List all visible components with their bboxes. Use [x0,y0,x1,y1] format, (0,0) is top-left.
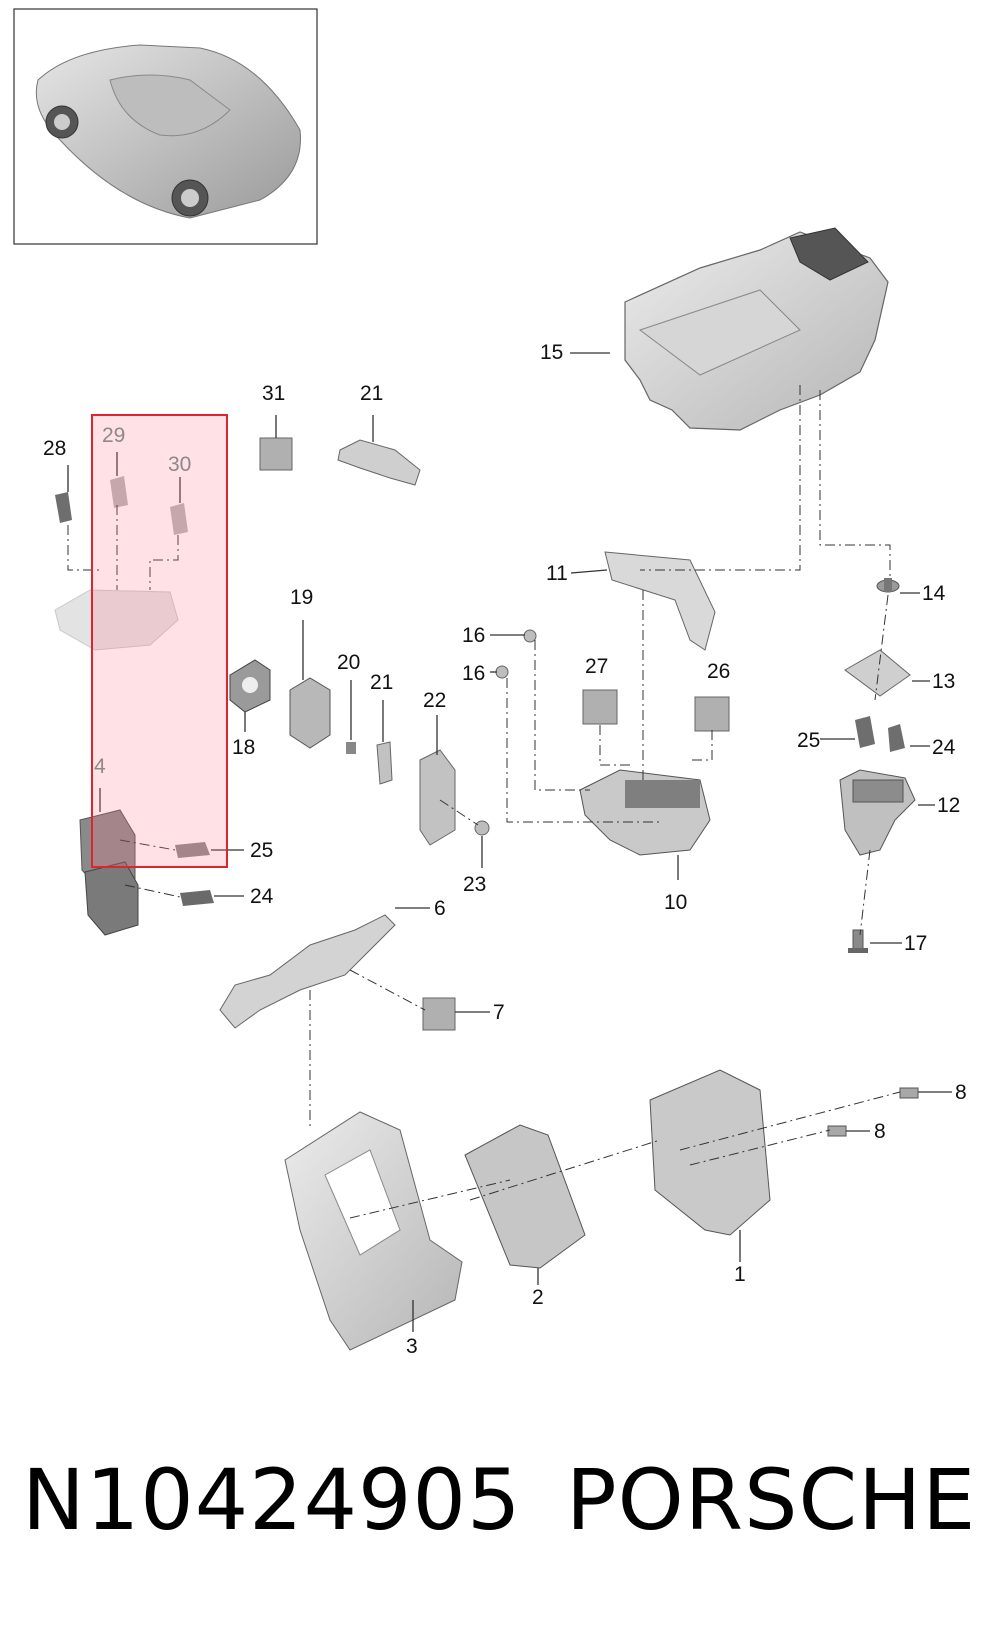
nut-16a [523,629,537,643]
callout-13: 13 [932,670,956,693]
callout-16-lower: 16 [462,662,486,685]
highlight-box [91,414,228,868]
part-4-fusebox [79,809,139,936]
callout-25-right: 25 [797,729,821,752]
part-cover-15 [624,227,889,431]
part-21-strip [337,439,421,486]
callout-4: 4 [94,755,106,778]
callout-18: 18 [232,736,256,759]
callout-8-lower: 8 [874,1120,886,1143]
callout-31: 31 [262,382,286,405]
callout-17: 17 [904,932,928,955]
part-18 [229,659,271,713]
callout-10: 10 [664,891,688,914]
part-28-fuse [55,492,72,523]
callout-11: 11 [546,562,568,585]
part-21-small [376,741,393,785]
callout-6: 6 [434,897,446,920]
car-thumbnail [13,8,318,245]
screw-8a [899,1087,919,1099]
callout-30: 30 [168,453,192,476]
callout-8-upper: 8 [955,1081,967,1104]
alignment-lines [67,385,901,1219]
callout-22: 22 [423,689,447,712]
part-10 [579,769,711,856]
part-30-fuse-faded [170,503,188,535]
part-20 [346,742,356,754]
part-19 [289,677,331,749]
callout-3: 3 [406,1335,418,1358]
part-29-fuse-faded [110,476,128,508]
callout-12: 12 [937,794,961,817]
leader-lines [67,352,952,1332]
bracket-faded [54,589,179,651]
callout-2: 2 [532,1286,544,1309]
part-2-board [464,1124,586,1269]
relay-31 [259,437,293,471]
relay-7 [422,997,456,1031]
callout-23: 23 [463,873,487,896]
callout-21-small: 21 [370,671,394,694]
callout-16-upper: 16 [462,624,486,647]
part-11 [604,551,716,651]
nut-23 [474,820,490,836]
relay-26 [694,696,730,732]
part-17 [848,929,868,953]
part-25-fuse-right [855,716,875,748]
screw-8b [827,1125,847,1137]
callout-26: 26 [707,660,731,683]
part-22 [419,749,456,846]
callout-7: 7 [493,1001,505,1024]
callout-24-left: 24 [250,885,274,908]
part-24-fuse-right [888,724,905,752]
part-13 [844,649,911,697]
callout-27: 27 [585,655,609,678]
nut-16b [495,665,509,679]
callout-25-left: 25 [250,839,274,862]
part-12 [839,769,916,856]
callout-28: 28 [43,437,67,460]
callout-1: 1 [734,1263,746,1286]
callout-14: 14 [922,582,946,605]
callout-20: 20 [337,651,361,674]
callout-24-right: 24 [932,736,956,759]
relay-27 [582,689,618,725]
callout-19: 19 [290,586,314,609]
callout-21-top: 21 [360,382,384,405]
part-25-fuse-left [175,842,210,858]
callout-29: 29 [102,424,126,447]
callout-15: 15 [540,341,564,364]
part-3-housing [284,1111,463,1351]
part-24-fuse-left [180,890,214,906]
part-1-control-unit [649,1069,771,1236]
part-6-bracket [219,914,396,1029]
part-14 [876,578,900,593]
part-number: N10424905 [22,1451,522,1549]
brand-name: PORSCHE [566,1451,977,1549]
